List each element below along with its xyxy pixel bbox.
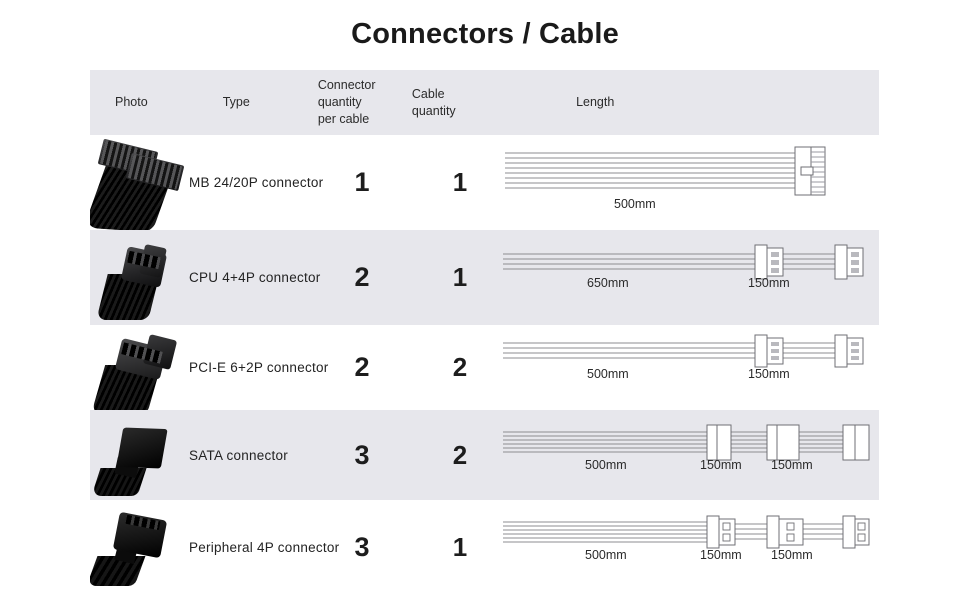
cq-line1: Cable: [411, 86, 445, 101]
sata-connector-icon: [91, 424, 180, 496]
row-cable-quantity-cell: 1: [421, 230, 499, 325]
table-row: PCI-E 6+2P connector 2 2: [90, 325, 879, 410]
cable-diagram: 500mm: [499, 135, 879, 230]
table-row: SATA connector 3 2: [90, 410, 879, 500]
segment-length-label: 150mm: [771, 548, 813, 562]
table-row: Peripheral 4P connector 3 1: [90, 500, 879, 595]
connector-quantity-value: 1: [354, 167, 370, 197]
segment-length-label: 650mm: [587, 276, 629, 290]
connector-type-label: PCI-E 6+2P connector: [189, 360, 329, 375]
cable-quantity-value: 1: [452, 532, 468, 562]
pcie-8pin-connector-icon: [90, 334, 182, 410]
cable-diagram: 650mm 150mm: [499, 230, 879, 325]
column-header-cqpc-label: Connector quantity per cable: [318, 77, 412, 128]
row-connector-quantity-cell: 2: [303, 230, 421, 325]
column-header-length-label: Length: [576, 95, 615, 110]
row-photo-cell: [90, 325, 185, 410]
segment-length-label: 500mm: [587, 367, 629, 381]
row-connector-quantity-cell: 3: [303, 410, 421, 500]
connector-type-label: CPU 4+4P connector: [189, 270, 321, 285]
pcie-8pin-connector-photo: [90, 325, 185, 410]
peripheral-4pin-connector-icon: [90, 511, 180, 588]
row-connector-quantity-cell: 3: [303, 500, 421, 595]
row-photo-cell: [90, 410, 185, 500]
row-cable-quantity-cell: 1: [421, 135, 499, 230]
segment-length-label: 150mm: [748, 276, 790, 290]
sata-connector-photo: [90, 410, 185, 500]
row-cable-quantity-cell: 2: [421, 325, 499, 410]
row-length-cell: 500mm 150mm: [499, 325, 879, 410]
mb-24pin-connector-photo: [90, 135, 185, 230]
cable-diagram-svg: [503, 424, 870, 461]
column-header-cable-quantity: Cable quantity: [412, 70, 474, 135]
cable-diagram-svg: [503, 334, 864, 368]
column-header-connector-quantity-per-cable: Connector quantity per cable: [317, 70, 412, 135]
cqpc-line2: per cable: [317, 111, 370, 126]
row-photo-cell: [90, 500, 185, 595]
row-length-cell: 500mm 150mm 150mm: [499, 500, 879, 595]
connector-type-label: SATA connector: [189, 447, 289, 463]
connector-quantity-value: 2: [354, 352, 370, 382]
connector-block: [116, 427, 168, 469]
cable-diagram: 500mm 150mm: [499, 325, 879, 410]
segment-length-label: 500mm: [585, 458, 627, 472]
row-type-cell: SATA connector: [185, 410, 303, 500]
table-row: MB 24/20P connector 1 1: [90, 135, 879, 230]
segment-length-label: 500mm: [614, 197, 656, 211]
column-header-photo: Photo: [90, 70, 191, 135]
segment-length-label: 150mm: [771, 458, 813, 472]
peripheral-4pin-connector-photo: [90, 500, 185, 595]
cable-diagram-svg: [503, 244, 864, 280]
segment-length-label: 500mm: [585, 548, 627, 562]
cqpc-line1: Connector quantity: [317, 78, 376, 110]
row-cable-quantity-cell: 2: [421, 410, 499, 500]
page-title: Connectors / Cable: [351, 18, 619, 50]
cable-diagram-svg: [505, 146, 826, 196]
column-header-photo-label: Photo: [115, 95, 148, 110]
connector-quantity-value: 2: [354, 262, 370, 292]
table-header-row: Photo Type Connector quantity per cable …: [90, 70, 879, 135]
cable-diagram: 500mm 150mm 150mm: [499, 500, 879, 595]
connector-quantity-value: 3: [354, 532, 370, 562]
segment-length-label: 150mm: [700, 548, 742, 562]
cable-quantity-value: 2: [452, 439, 468, 470]
row-length-cell: 650mm 150mm: [499, 230, 879, 325]
cable-diagram-svg: [503, 515, 870, 549]
segment-length-label: 150mm: [700, 458, 742, 472]
cpu-8pin-connector-photo: [90, 230, 185, 325]
mb-24pin-connector-icon: [90, 138, 185, 230]
row-type-cell: MB 24/20P connector: [185, 135, 323, 230]
row-type-cell: CPU 4+4P connector: [185, 230, 320, 325]
connector-quantity-value: 3: [354, 439, 370, 470]
row-cable-quantity-cell: 1: [421, 500, 499, 595]
segment-length-label: 150mm: [748, 367, 790, 381]
row-type-cell: PCI-E 6+2P connector: [185, 325, 328, 410]
row-connector-quantity-cell: 2: [303, 325, 421, 410]
column-header-length: Length: [474, 70, 879, 135]
cable-quantity-value: 1: [452, 262, 468, 292]
cable-quantity-value: 1: [452, 167, 468, 197]
connector-type-label: Peripheral 4P connector: [189, 540, 340, 555]
row-photo-cell: [90, 230, 185, 325]
column-header-type: Type: [191, 70, 317, 135]
connectors-table: Photo Type Connector quantity per cable …: [90, 70, 879, 595]
column-header-type-label: Type: [222, 95, 250, 110]
column-header-cq-label: Cable quantity: [412, 86, 456, 120]
row-type-cell: Peripheral 4P connector: [185, 500, 339, 595]
cable-quantity-value: 2: [452, 352, 468, 382]
table-row: CPU 4+4P connector 2 1: [90, 230, 879, 325]
cable-diagram: 500mm 150mm 150mm: [499, 410, 879, 500]
cq-line2: quantity: [411, 103, 456, 118]
connector-type-label: MB 24/20P connector: [189, 175, 324, 190]
cpu-8pin-connector-icon: [96, 244, 178, 320]
row-length-cell: 500mm: [499, 135, 879, 230]
row-length-cell: 500mm 150mm 150mm: [499, 410, 879, 500]
cable-wires-icon: [90, 556, 146, 586]
row-connector-quantity-cell: 1: [303, 135, 421, 230]
row-photo-cell: [90, 135, 185, 230]
